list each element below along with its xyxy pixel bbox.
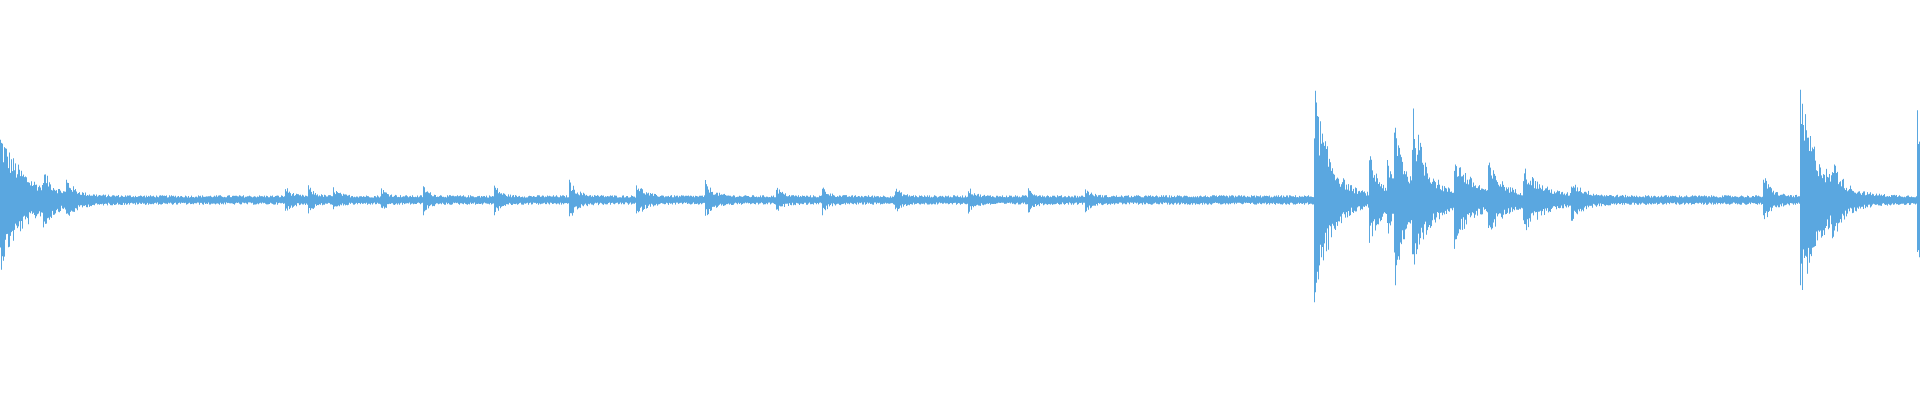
waveform-path — [0, 89, 1920, 303]
